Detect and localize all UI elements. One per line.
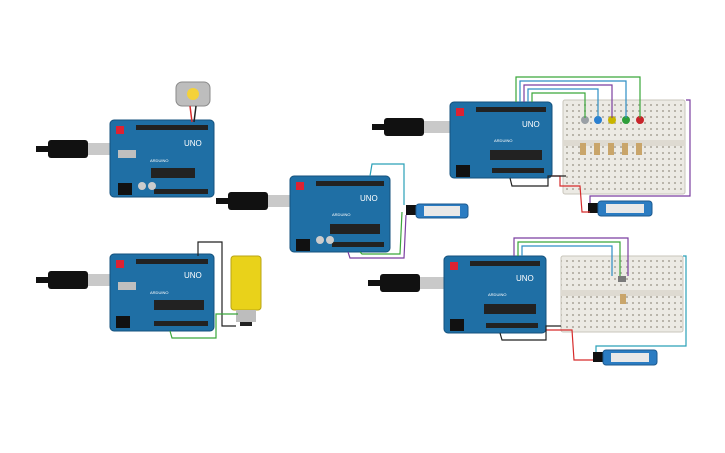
uno-label-5: UNO [516, 274, 534, 283]
wire-black-5[interactable] [499, 325, 561, 341]
usb-cable-4[interactable] [372, 118, 450, 136]
logo-text-1: ARDUINO [150, 158, 168, 163]
logo-text-3: ARDUINO [332, 212, 350, 217]
potentiometer-5[interactable] [618, 276, 626, 304]
wire-teal-3[interactable] [369, 163, 405, 205]
uno-label-4: UNO [522, 120, 540, 129]
usb-cable-3[interactable] [216, 192, 290, 210]
logo-text-4: ARDUINO [494, 138, 512, 143]
led-yellow[interactable] [608, 116, 616, 124]
wire-green-3[interactable] [359, 211, 403, 255]
usb-cable-1[interactable] [36, 140, 110, 158]
uno-label-2: UNO [184, 271, 202, 280]
wire-bundle-4[interactable] [515, 76, 641, 118]
uno-label-1: UNO [184, 139, 202, 148]
resistor-row-4[interactable] [580, 143, 642, 155]
gear-motor-2[interactable] [230, 255, 262, 326]
led-gray[interactable] [581, 116, 589, 124]
led-row-4[interactable] [581, 116, 644, 124]
servo-motor-3[interactable] [406, 203, 469, 219]
arduino-board-3[interactable]: UNO ARDUINO [289, 175, 391, 253]
usb-cable-5[interactable] [368, 274, 444, 292]
servo-motor-4[interactable] [588, 200, 653, 217]
arduino-board-2[interactable]: UNO ARDUINO [109, 253, 215, 332]
arduino-board-5[interactable]: UNO ARDUINO [443, 255, 547, 334]
arduino-board-1[interactable]: UNO ARDUINO [109, 119, 215, 198]
wire-teal-5[interactable] [595, 255, 687, 352]
usb-cable-2[interactable] [36, 271, 110, 289]
wire-bundle-5[interactable] [513, 237, 629, 276]
wire-red-1[interactable] [189, 105, 193, 123]
logo-text-5: ARDUINO [488, 292, 506, 297]
logo-text-2: ARDUINO [150, 290, 168, 295]
uno-label-3: UNO [360, 194, 378, 203]
wire-black-4[interactable] [509, 175, 566, 187]
wire-black-2[interactable] [197, 241, 236, 327]
wire-purple-4[interactable] [589, 99, 691, 203]
servo-motor-5[interactable] [593, 349, 658, 366]
wire-red-5[interactable] [546, 329, 593, 361]
wire-purple-3[interactable] [347, 214, 407, 259]
wire-green-2[interactable] [169, 313, 238, 339]
led-green[interactable] [622, 116, 630, 124]
arduino-board-4[interactable]: UNO ARDUINO [449, 101, 553, 179]
wire-black-1[interactable] [193, 105, 197, 123]
led-red[interactable] [636, 116, 644, 124]
dc-motor-1[interactable] [175, 81, 211, 107]
led-blue[interactable] [594, 116, 602, 124]
